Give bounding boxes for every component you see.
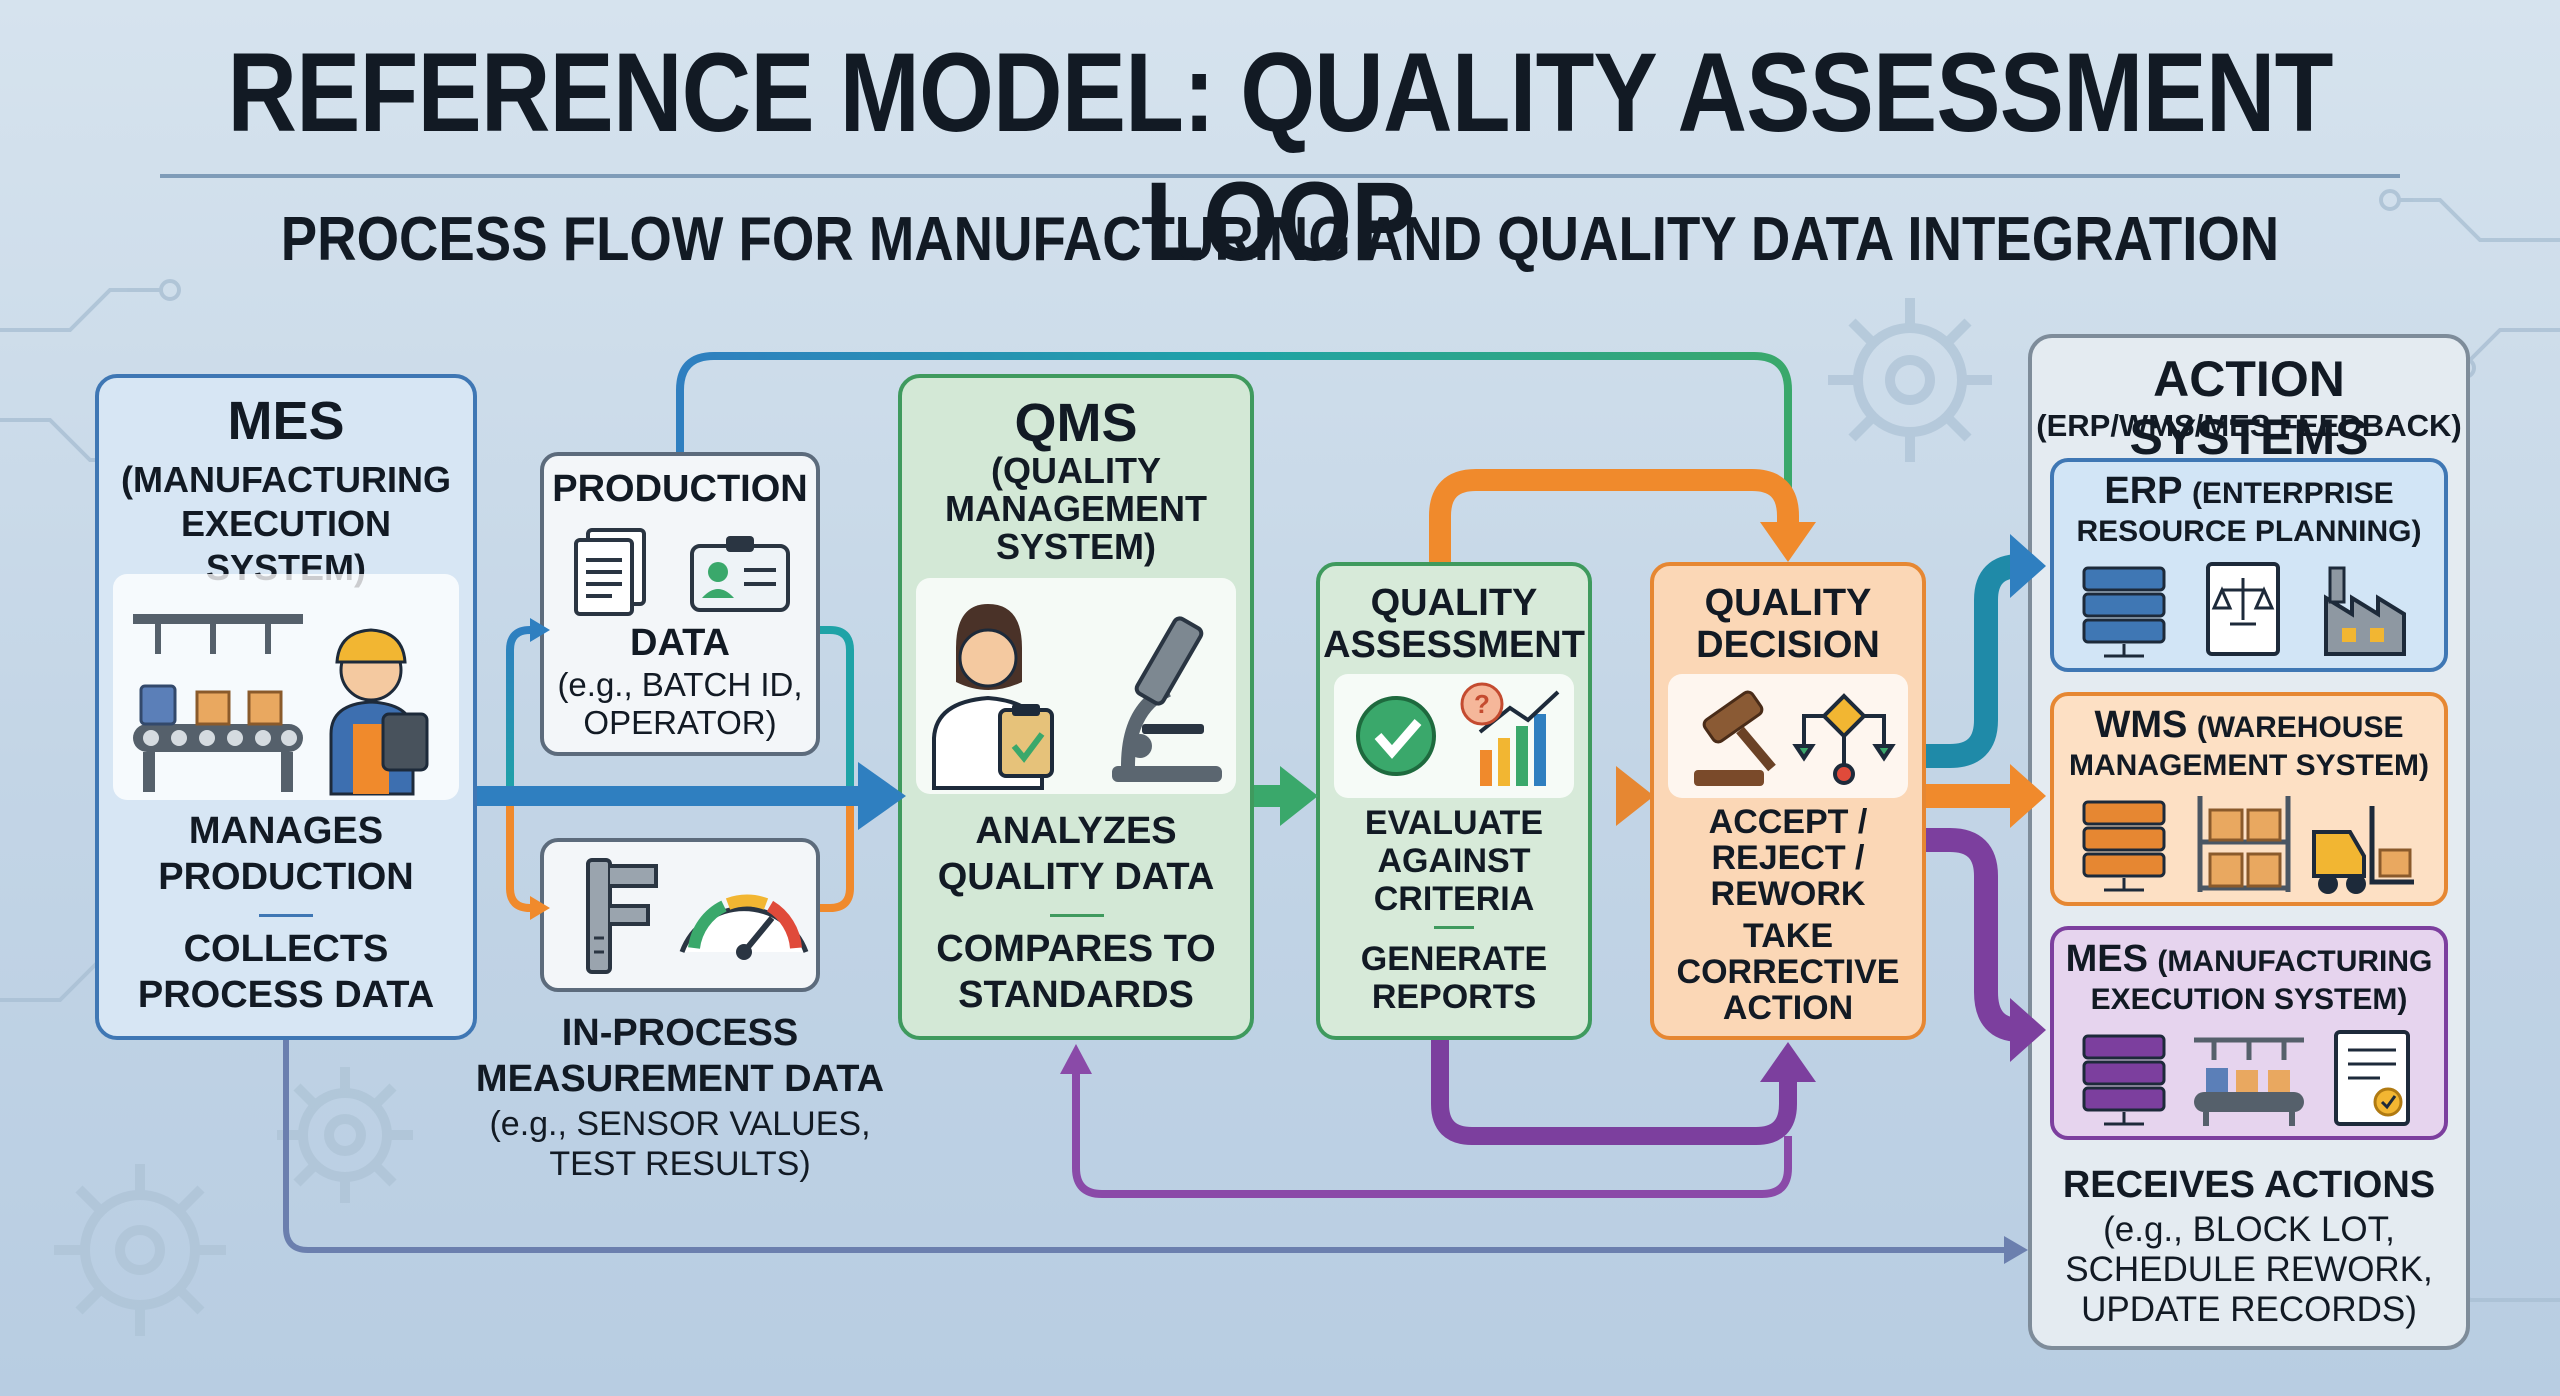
svg-text:?: ?	[1474, 689, 1490, 719]
arrowhead	[1060, 1044, 1092, 1074]
action-systems-subtitle: (ERP/WMS/MES FEEDBACK)	[2036, 408, 2462, 443]
factory-icon	[2324, 566, 2406, 656]
assessment-illustration-panel: ?	[1334, 674, 1574, 798]
receives-actions-examples: (e.g., BLOCK LOT, SCHEDULE REWORK, UPDAT…	[2065, 1210, 2433, 1329]
arrowhead	[2010, 534, 2046, 598]
warehouse-shelf-icon	[2197, 796, 2291, 892]
decision-flow-icon	[1792, 693, 1896, 785]
quality-assessment-box: QUALITY ASSESSMENT ? EVALUATE AGAINST CR…	[1316, 562, 1592, 1040]
server-icon	[2082, 566, 2166, 658]
production-title: PRODUCTION	[552, 468, 808, 510]
forklift-icon	[2312, 806, 2414, 894]
arrow-decision-to-mes	[1926, 828, 2024, 1042]
mes-name: MES	[227, 391, 345, 451]
gear-icon	[54, 1164, 226, 1336]
decision-function-corrective: TAKE CORRECTIVE ACTION	[1676, 917, 1900, 1027]
inprocess-example: (e.g., SENSOR VALUES, TEST RESULTS)	[489, 1105, 871, 1183]
mes-feedback-card: MES (MANUFACTURING EXECUTION SYSTEM)	[2050, 926, 2448, 1140]
arrowhead	[1760, 522, 1816, 562]
gavel-icon	[1694, 690, 1776, 786]
mes-divider	[259, 914, 313, 917]
certificate-icon	[2334, 1030, 2410, 1126]
title-divider	[160, 174, 2400, 178]
mes-feedback-title: MES (MANUFACTURING EXECUTION SYSTEM)	[2065, 938, 2433, 1016]
mes-function-manages: MANAGES PRODUCTION	[158, 810, 414, 898]
arrowhead	[1280, 766, 1318, 826]
arrowhead	[530, 618, 550, 642]
page-subtitle: PROCESS FLOW FOR MANUFACTURING AND QUALI…	[280, 205, 2280, 274]
arrow-inprocess-merge	[820, 802, 854, 912]
conveyor-belt-icon	[2194, 1037, 2304, 1126]
wms-title: WMS (WAREHOUSE MANAGEMENT SYSTEM)	[2069, 704, 2429, 782]
arrowhead	[2010, 764, 2046, 828]
assessment-title: QUALITY ASSESSMENT	[1323, 582, 1585, 666]
inprocess-title: IN-PROCESS MEASUREMENT DATA	[475, 1012, 885, 1100]
qms-box: QMS (QUALITY MANAGEMENT SYSTEM)	[898, 374, 1254, 1040]
arrow-assessment-to-decision-top	[1429, 469, 1799, 562]
gear-icon	[277, 1067, 413, 1203]
inprocess-measurement-box	[540, 838, 820, 992]
arrow-mes-to-action-systems	[283, 1040, 2008, 1253]
chart-question-icon: ?	[1460, 682, 1560, 786]
arrowhead	[1760, 1042, 1816, 1082]
mes-function-collects: COLLECTS PROCESS DATA	[137, 928, 435, 1016]
arrow-assessment-bottom-to-decision	[1431, 1040, 1797, 1145]
arrow-decision-feedback-to-qms	[1072, 1070, 1792, 1198]
decision-title: QUALITY DECISION	[1696, 582, 1880, 666]
assessment-function-reports: GENERATE REPORTS	[1360, 940, 1548, 1016]
production-label: DATA	[630, 622, 730, 664]
arrow-mes-to-inprocess	[506, 796, 538, 912]
arrow-production-merge	[820, 626, 854, 790]
arrowhead	[530, 896, 550, 920]
qms-illustration-panel	[916, 578, 1236, 794]
arrowhead	[2004, 1236, 2028, 1264]
qms-divider	[1050, 914, 1104, 917]
worker-icon	[329, 628, 429, 796]
wms-card: WMS (WAREHOUSE MANAGEMENT SYSTEM)	[2050, 692, 2448, 906]
mes-box: MES (MANUFACTURING EXECUTION SYSTEM)	[95, 374, 477, 1040]
assessment-function-evaluate: EVALUATE AGAINST CRITERIA	[1364, 804, 1544, 918]
conveyor-belt-icon	[133, 614, 303, 792]
document-icon	[574, 528, 646, 616]
server-icon	[2082, 1034, 2166, 1126]
arrow-decision-to-erp	[1926, 554, 2024, 768]
contract-scales-icon	[2206, 562, 2280, 656]
decision-function-accept: ACCEPT / REJECT / REWORK	[1708, 803, 1868, 913]
arrowhead	[2010, 998, 2046, 1062]
arrow-mes-to-production	[506, 626, 538, 796]
page-title: REFERENCE MODEL: QUALITY ASSESSMENT LOOP	[227, 30, 2333, 284]
caliper-icon	[586, 858, 658, 974]
erp-title: ERP (ENTERPRISE RESOURCE PLANNING)	[2076, 470, 2422, 548]
arrowhead	[858, 762, 906, 830]
receives-actions-label: RECEIVES ACTIONS	[2062, 1164, 2436, 1206]
server-icon	[2082, 800, 2166, 892]
id-card-icon	[690, 536, 790, 612]
gauge-icon	[679, 894, 809, 960]
qms-full-name: (QUALITY MANAGEMENT SYSTEM)	[945, 450, 1207, 567]
gear-icon	[1828, 298, 1992, 462]
action-systems-title: ACTION SYSTEMS	[2129, 351, 2369, 465]
arrowhead	[1616, 766, 1654, 826]
assessment-divider	[1434, 926, 1474, 929]
qms-name: QMS	[1014, 393, 1138, 453]
quality-decision-box: QUALITY DECISION ACCEPT / REJECT / REWOR…	[1650, 562, 1926, 1040]
analyst-icon	[932, 604, 1054, 790]
arrow-production-to-decision	[676, 352, 1792, 540]
production-data-box: PRODUCTION DATA (e.g., BATCH ID, OPERATO…	[540, 452, 820, 756]
mes-illustration-panel	[113, 574, 459, 800]
check-circle-icon	[1356, 696, 1436, 776]
decision-illustration-panel	[1668, 674, 1908, 798]
erp-card: ERP (ENTERPRISE RESOURCE PLANNING)	[2050, 458, 2448, 672]
production-example: (e.g., BATCH ID, OPERATOR)	[557, 666, 803, 741]
action-systems-box: ACTION SYSTEMS (ERP/WMS/MES FEEDBACK) ER…	[2028, 334, 2470, 1350]
qms-function-compares: COMPARES TO STANDARDS	[936, 928, 1216, 1016]
microscope-icon	[1112, 616, 1222, 782]
qms-function-analyzes: ANALYZES QUALITY DATA	[937, 810, 1215, 898]
